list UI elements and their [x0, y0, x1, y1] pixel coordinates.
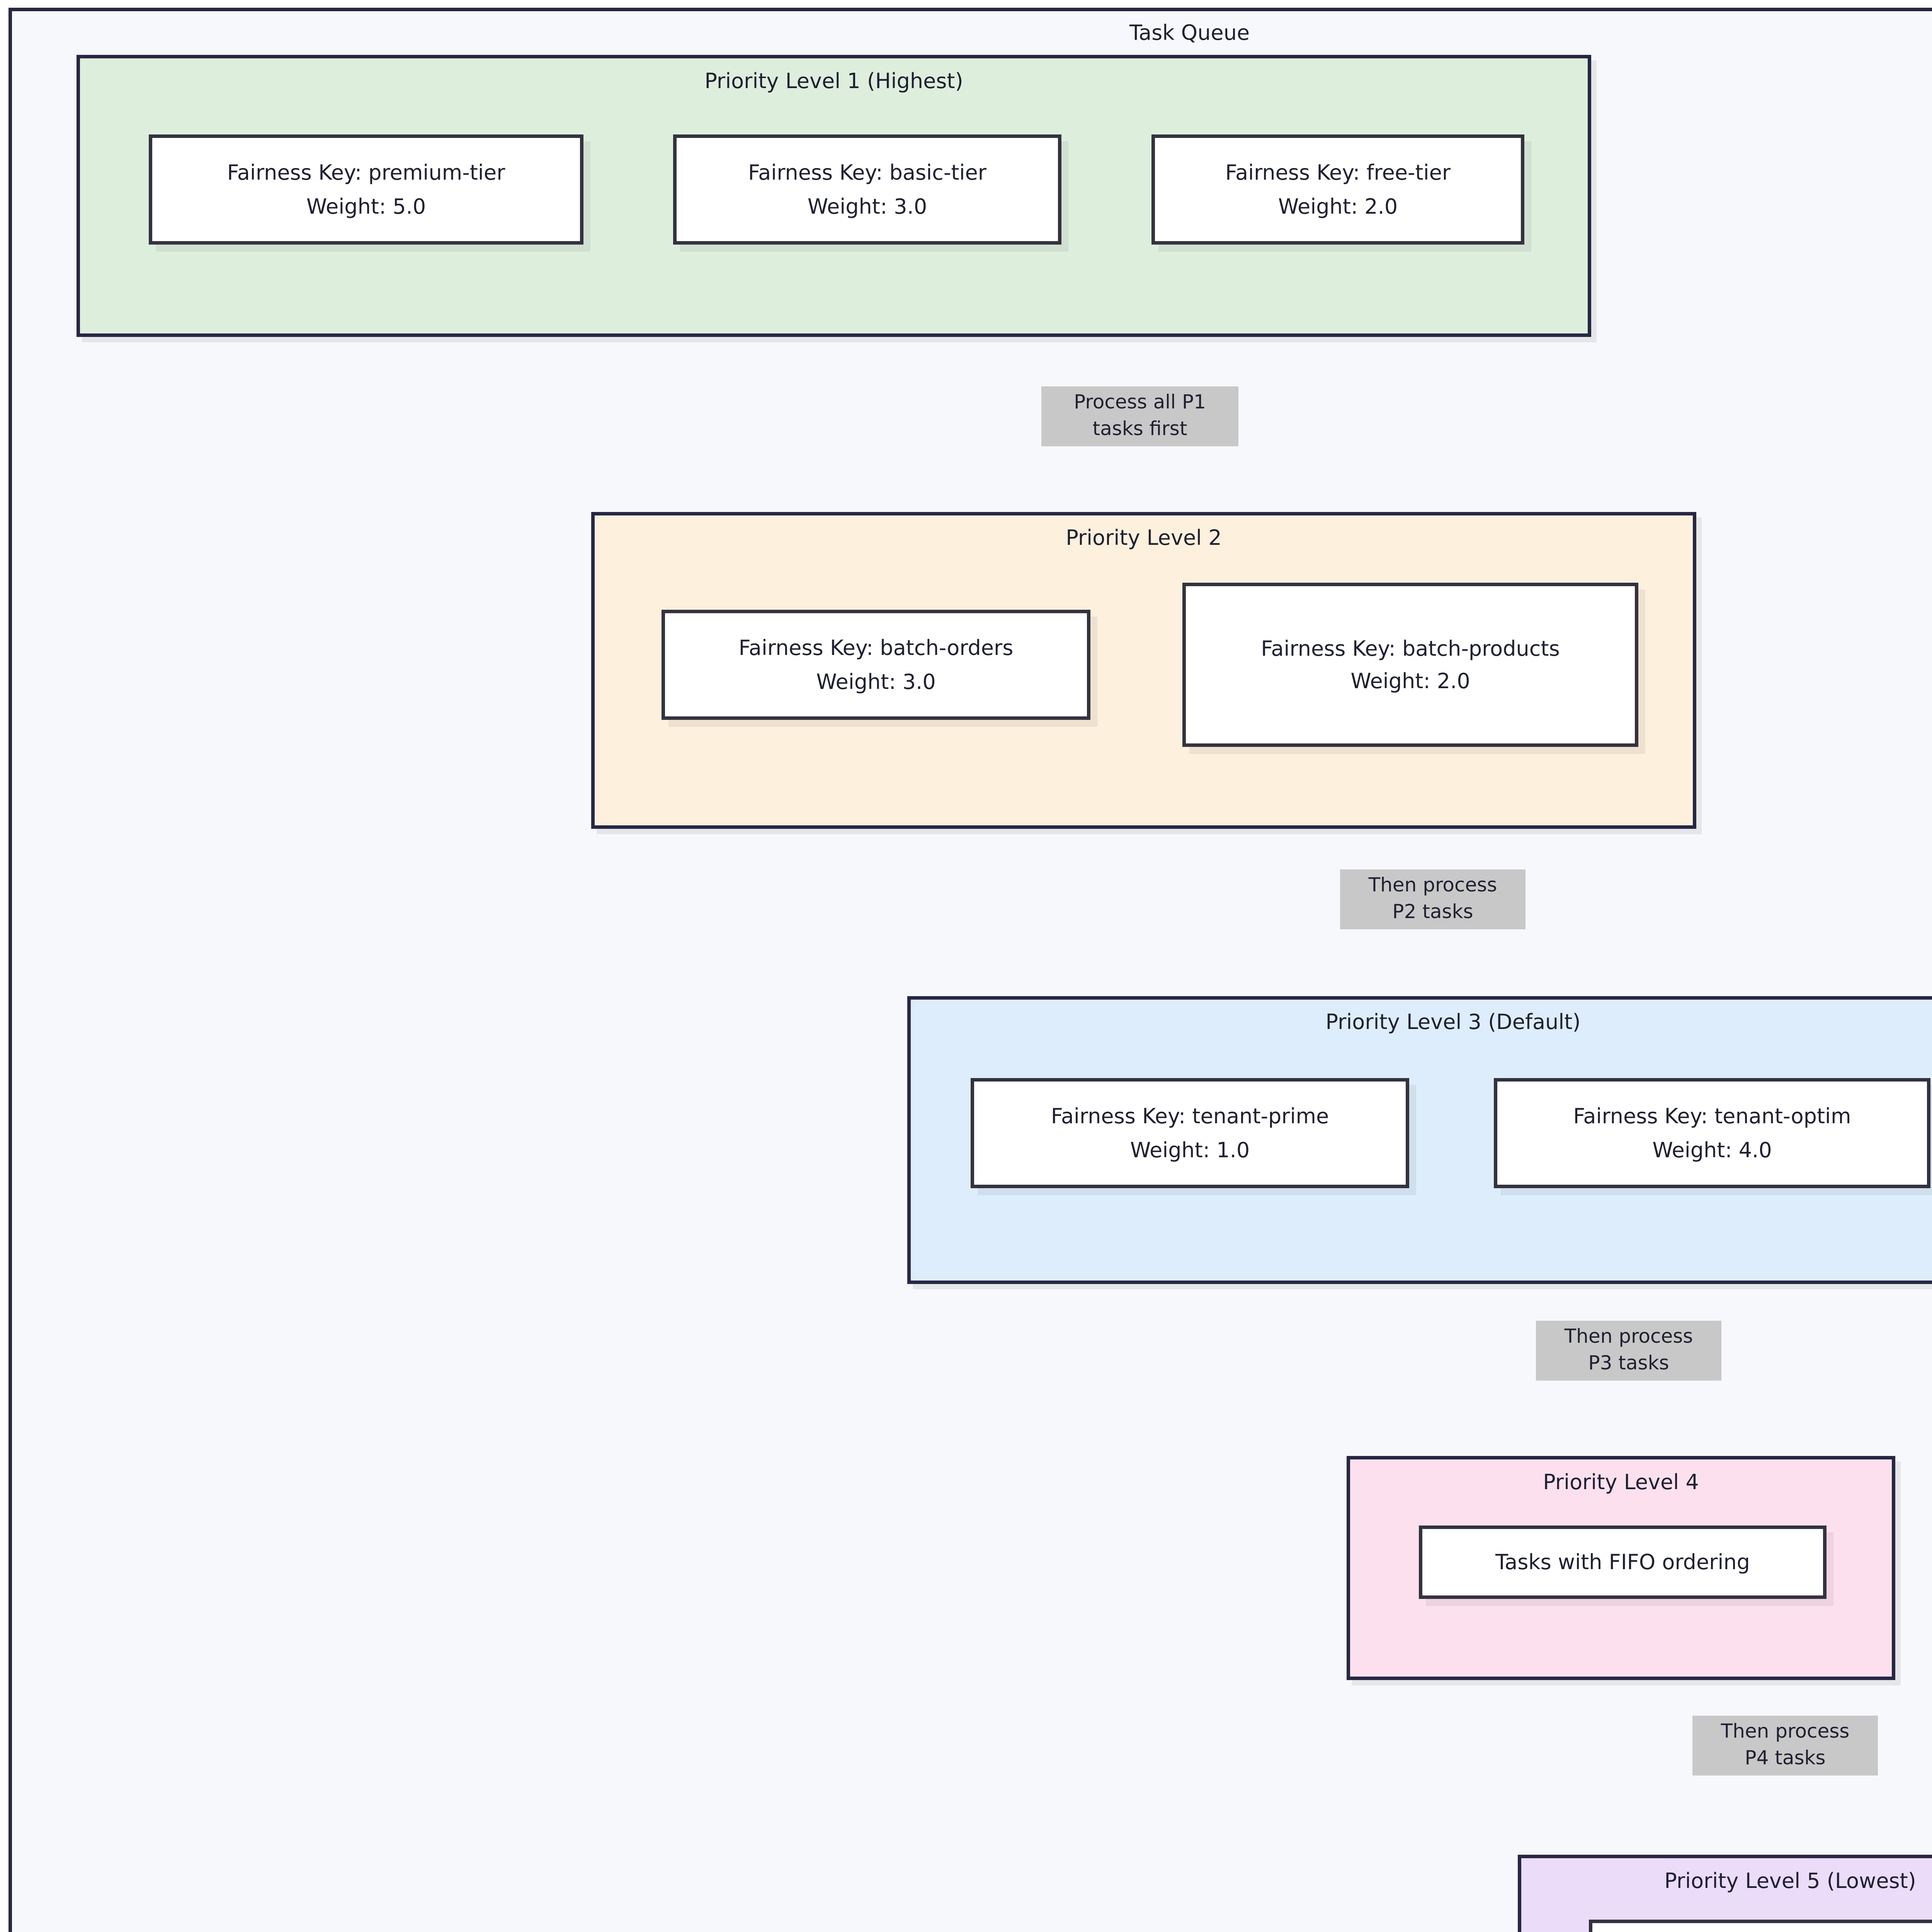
fairness-key-label: Fairness Key: tenant-optim [1573, 1104, 1851, 1129]
priority-level-4-title: Priority Level 4 [1543, 1470, 1699, 1494]
cluster-priority-level-5[interactable] [1518, 1855, 1932, 1932]
fairness-key-label: Fairness Key: free-tier [1225, 160, 1451, 185]
leaf-fairness-premium-tier[interactable]: Fairness Key: premium-tier Weight: 5.0 [149, 134, 583, 245]
fairness-key-label: Fairness Key: batch-orders [738, 636, 1014, 660]
leaf-fairness-basic-tier[interactable]: Fairness Key: basic-tier Weight: 3.0 [673, 134, 1061, 245]
weight-label: Weight: 2.0 [1278, 194, 1398, 219]
weight-label: Weight: 3.0 [807, 194, 927, 219]
fifo-ordering-label: Tasks with FIFO ordering [1495, 1550, 1750, 1575]
edge-label-p4-p5: Then process P4 tasks [1692, 1716, 1878, 1776]
weight-label: Weight: 1.0 [1130, 1138, 1250, 1162]
task-queue-title: Task Queue [1129, 20, 1250, 45]
leaf-p4-fifo-tasks[interactable]: Tasks with FIFO ordering [1419, 1526, 1827, 1599]
leaf-fairness-tenant-optim[interactable]: Fairness Key: tenant-optim Weight: 4.0 [1494, 1078, 1930, 1188]
leaf-fairness-batch-products[interactable]: Fairness Key: batch-products Weight: 2.0 [1182, 583, 1638, 747]
edge-label-p1-p2: Process all P1 tasks first [1041, 386, 1238, 446]
fairness-key-label: Fairness Key: premium-tier [227, 160, 505, 185]
weight-label: Weight: 5.0 [306, 194, 426, 219]
weight-label: Weight: 4.0 [1652, 1138, 1772, 1162]
leaf-fairness-free-tier[interactable]: Fairness Key: free-tier Weight: 2.0 [1151, 134, 1524, 245]
weight-label: Weight: 3.0 [816, 669, 936, 694]
leaf-p5-fifo-tasks[interactable]: Tasks with FIFO ordering [1589, 1920, 1932, 1932]
priority-level-1-title: Priority Level 1 (Highest) [704, 69, 963, 93]
fairness-key-label: Fairness Key: basic-tier [748, 160, 986, 185]
weight-label: Weight: 2.0 [1350, 668, 1470, 693]
priority-level-2-title: Priority Level 2 [1066, 526, 1222, 550]
leaf-fairness-batch-orders[interactable]: Fairness Key: batch-orders Weight: 3.0 [662, 610, 1090, 720]
edge-label-p2-p3: Then process P2 tasks [1340, 869, 1526, 929]
leaf-fairness-tenant-prime[interactable]: Fairness Key: tenant-prime Weight: 1.0 [971, 1078, 1409, 1188]
edge-label-p3-p4: Then process P3 tasks [1536, 1321, 1721, 1381]
fairness-key-label: Fairness Key: tenant-prime [1051, 1104, 1329, 1129]
priority-level-5-title: Priority Level 5 (Lowest) [1664, 1869, 1916, 1893]
priority-level-3-title: Priority Level 3 (Default) [1325, 1010, 1581, 1034]
fairness-key-label: Fairness Key: batch-products [1261, 636, 1560, 661]
